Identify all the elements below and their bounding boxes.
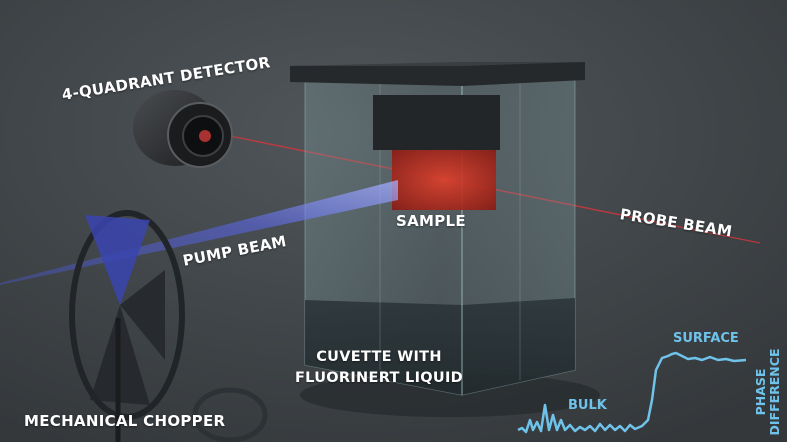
sample-block [392,150,496,210]
axis-label-line2: DIFFERENCE [767,348,782,436]
cuvette [290,62,585,396]
phase-signal-trace [517,351,747,434]
cuvette-label-line2: FLUORINERT LIQUID [294,370,464,386]
surface-label: SURFACE [673,331,739,346]
detector-lens [133,90,233,168]
bulk-label: BULK [568,398,607,413]
mechanical-chopper [69,210,268,442]
pump-beam-cone [0,180,398,285]
cuvette-label: CUVETTE WITH FLUORINERT LIQUID [284,347,474,389]
phase-signal-plot [517,351,747,434]
chopper-label: MECHANICAL CHOPPER [24,412,226,430]
axis-label-line1: PHASE [753,368,768,416]
cuvette-label-line1: CUVETTE WITH [316,349,442,365]
sample-label: SAMPLE [396,212,466,230]
cuvette-shadow [300,373,600,417]
phase-difference-axis-label: PHASE DIFFERENCE [753,347,782,437]
